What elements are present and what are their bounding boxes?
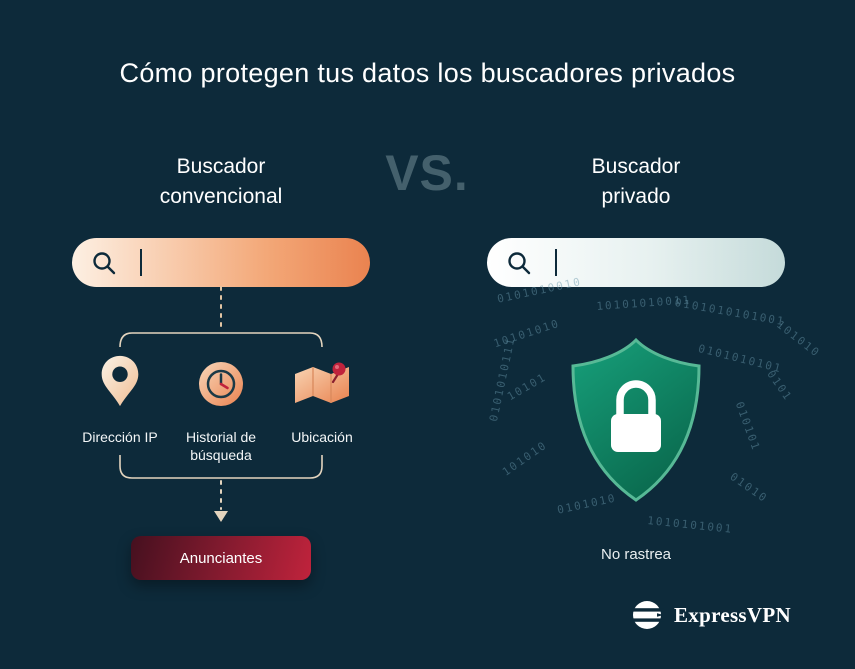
flow-item-location: Ubicación (262, 350, 382, 446)
flow-item-label: Historial de búsqueda (185, 429, 257, 463)
shield-lock-icon (561, 336, 711, 514)
flow-item-history: Historial de búsqueda (156, 350, 286, 464)
binary-digits: 0101010101001 (673, 296, 787, 329)
binary-digits: 101010 (500, 438, 550, 479)
heading-line: convencional (159, 185, 283, 208)
flow-item-label: Dirección IP (82, 429, 158, 445)
binary-digits: 010101 (732, 400, 763, 454)
flow-item-ip: Dirección IP (60, 350, 180, 446)
private-column-heading: Buscador privado (511, 152, 761, 212)
location-pin-icon (101, 355, 139, 407)
vs-label: VS. (385, 145, 469, 201)
binary-digits: 01010 (727, 470, 771, 506)
brand-name: ExpressVPN (674, 602, 791, 627)
binary-digits: 0101010111 (487, 335, 518, 423)
conventional-column-heading: Buscador convencional (96, 152, 346, 212)
binary-digits: 10101 (505, 370, 549, 404)
text-cursor (555, 249, 557, 276)
map-pin-icon (295, 362, 349, 403)
heading-line: privado (601, 185, 671, 208)
private-search-bar[interactable] (487, 238, 785, 287)
page-title: Cómo protegen tus datos los buscadores p… (119, 58, 736, 88)
binary-digits: 1010101001 (646, 514, 734, 536)
brand-lockup: ExpressVPN (632, 599, 791, 631)
search-icon (93, 251, 116, 274)
heading-line: Buscador (176, 155, 266, 178)
clock-icon (199, 362, 243, 406)
advertisers-label: Anunciantes (179, 549, 263, 567)
binary-digits: 101010 (773, 318, 823, 361)
conventional-search-bar[interactable] (72, 238, 370, 287)
flow-item-label: Ubicación (291, 429, 353, 445)
text-cursor (140, 249, 142, 276)
expressvpn-lamp-icon (632, 601, 664, 629)
no-tracking-caption: No rastrea (600, 546, 672, 563)
advertisers-pill: Anunciantes (131, 536, 311, 580)
search-icon (508, 251, 531, 274)
heading-line: Buscador (591, 155, 681, 178)
flow-connector-lines (119, 286, 323, 522)
